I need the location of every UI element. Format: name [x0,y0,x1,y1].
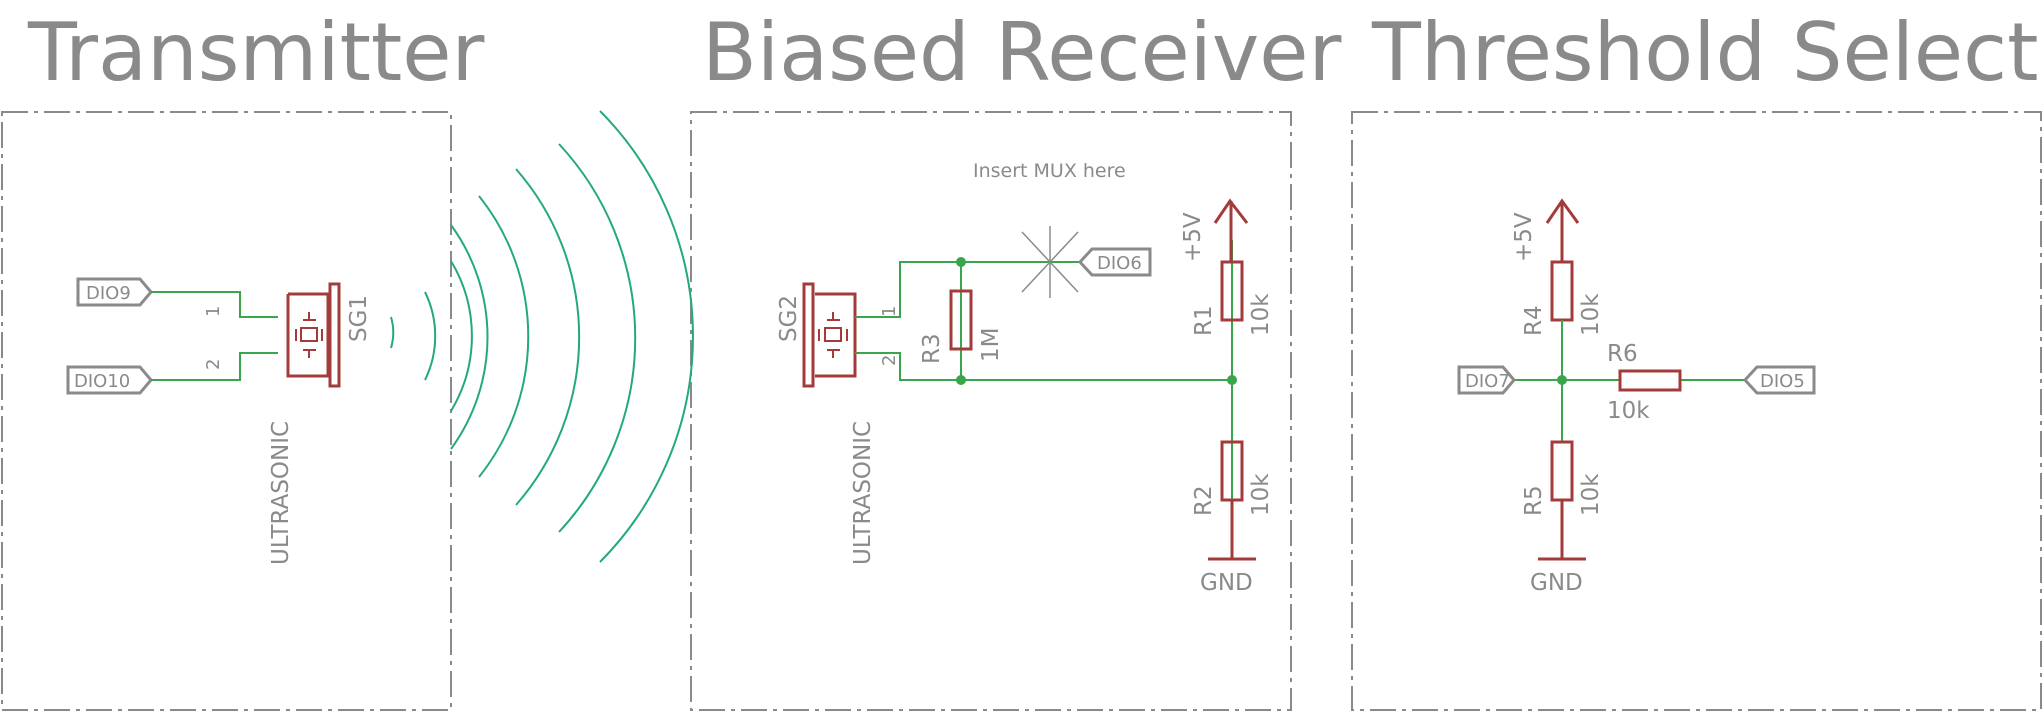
port-dio10-label: DIO10 [74,371,130,392]
sg2-pin2-label: 2 [879,355,900,366]
wire-dio9 [151,291,278,318]
supply-symbol-threshold [1545,198,1580,262]
receiver-title: Biased Receiver [702,6,1341,99]
sg2-name: SG2 [776,295,802,342]
transmitter-title: Transmitter [27,6,485,99]
supply-label-threshold: +5V [1511,212,1537,262]
ultrasonic-waves [390,110,694,563]
sg2-transducer-symbol [802,282,857,388]
r6-resistor [1618,369,1682,392]
r5-name: R5 [1521,485,1547,516]
r1-value: 10k [1248,293,1274,336]
threshold-frame [1351,111,2042,711]
mux-note: Insert MUX here [973,160,1126,182]
r4-name: R4 [1521,305,1547,336]
wire-sg2-pin1 [855,261,1080,318]
port-dio7: DIO7 [1457,365,1516,395]
sg1-name: SG1 [346,295,372,342]
r6-value: 10k [1607,398,1650,424]
r5-value: 10k [1578,473,1604,516]
r4-value: 10k [1578,293,1604,336]
sg1-value: ULTRASONIC [268,421,294,565]
junction-r3-top [956,257,966,267]
port-dio7-label: DIO7 [1465,371,1510,392]
ground-label-receiver: GND [1200,570,1253,596]
r4-resistor [1550,260,1574,322]
port-dio6-label: DIO6 [1097,253,1142,274]
supply-label-receiver: +5V [1180,212,1206,262]
sg2-pin1-label: 1 [879,306,900,317]
mux-cross-marker [1021,226,1079,298]
r5-resistor [1550,440,1574,502]
port-dio5: DIO5 [1742,365,1816,395]
wire-dio10 [151,352,278,381]
port-dio10: DIO10 [66,365,153,395]
r3-value: 1M [978,328,1004,362]
port-dio9-label: DIO9 [86,283,131,304]
receiver-frame [690,111,1292,711]
junction-threshold [1557,375,1567,385]
sg1-transducer-symbol [286,282,341,388]
port-dio6: DIO6 [1077,247,1152,277]
r1-name: R1 [1191,305,1217,336]
ground-label-threshold: GND [1530,570,1583,596]
transmitter-frame [1,111,452,711]
r6-name: R6 [1607,341,1638,367]
r2-name: R2 [1191,485,1217,516]
junction-r3-bottom [956,375,966,385]
wire-sg2-pin2 [855,352,1232,381]
threshold-title: Threshold Select [1371,6,2038,99]
r1-resistor [1220,260,1244,322]
supply-symbol-receiver [1213,198,1249,262]
port-dio5-label: DIO5 [1760,371,1805,392]
sg1-pin1-label: 1 [203,306,224,317]
junction-divider [1227,375,1237,385]
r3-name: R3 [919,333,945,364]
port-dio9: DIO9 [76,277,153,307]
sg1-pin2-label: 2 [203,359,224,370]
r2-value: 10k [1248,473,1274,516]
r3-resistor [949,289,973,351]
sg2-value: ULTRASONIC [850,421,876,565]
